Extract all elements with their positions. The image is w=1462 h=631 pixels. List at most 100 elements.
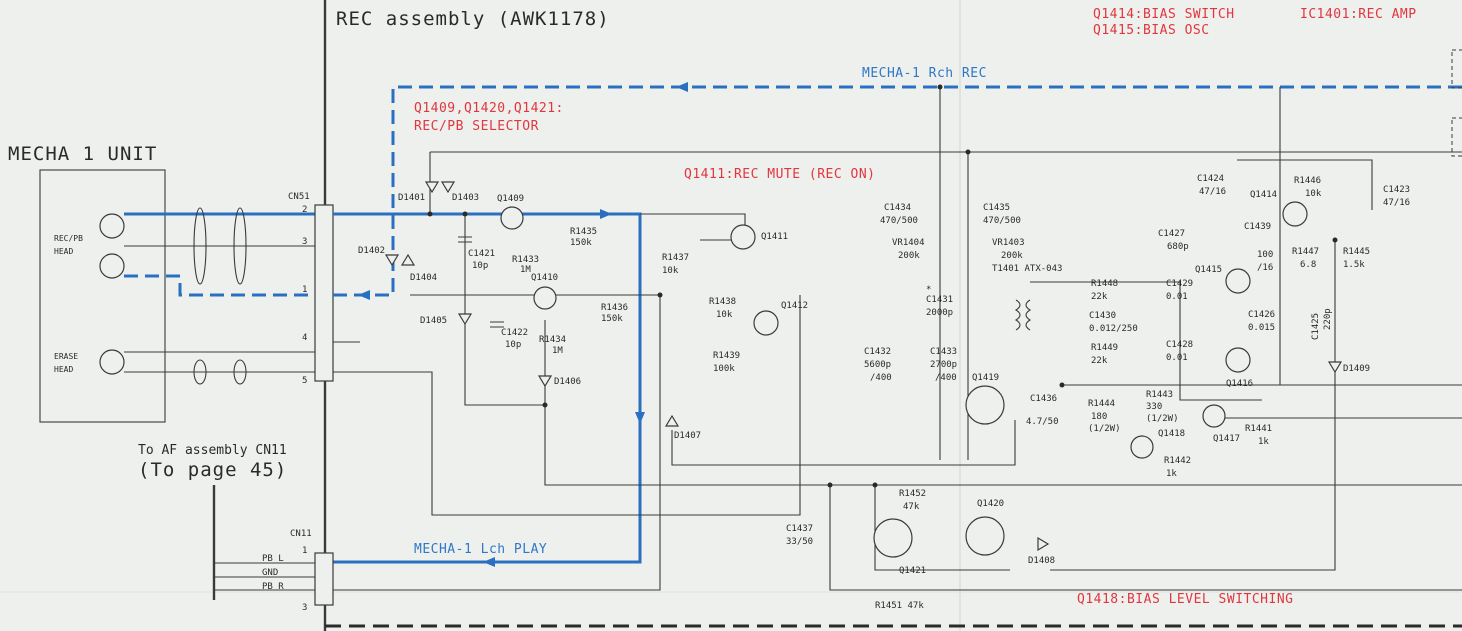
c1421-symbol [458,236,472,243]
r1438-label: R1438 [709,297,736,307]
c1437-line [829,485,1462,591]
c1431-value: 2000p [926,308,953,318]
q1410-down [544,320,1462,486]
q1418-symbol [1130,435,1154,459]
recpb-label-2: HEAD [54,247,73,256]
q1419-symbol [965,385,1005,425]
q1409-symbol [500,206,524,230]
junction-dot [965,149,971,155]
q1421-label: Q1421 [899,566,926,576]
mecha-unit-box [39,169,166,423]
cn51-pin-2: 2 [302,205,307,215]
d1405-label: D1405 [420,316,447,326]
c1439-value-2: /16 [1257,263,1273,273]
c1432-label: C1432 [864,347,891,357]
d1404-label: D1404 [410,273,437,283]
c1427-label: C1427 [1158,229,1185,239]
r1447-value: 6.8 [1300,260,1316,270]
c1434-label: C1434 [884,203,911,213]
c1433-label: C1433 [930,347,957,357]
q1416-label: Q1416 [1226,379,1253,389]
c1427-value: 680p [1167,242,1189,252]
r1433-value: 1M [520,265,531,275]
d1409-line [1050,240,1336,571]
note-selector-1: Q1409,Q1420,Q1421: [414,101,564,116]
c1430-label: C1430 [1089,311,1116,321]
cn11-connector [314,552,334,606]
d1407-symbol [664,414,680,427]
r1436-label: R1436 [601,303,628,313]
c1431-mark: * [926,285,931,295]
junction-dot [1059,382,1065,388]
shield-loop-4 [233,359,247,385]
cn51-pin-1: 1 [302,285,307,295]
q1417-symbol [1202,404,1226,428]
cn11-signal-pbl: PB L [262,554,284,564]
c1421-label: C1421 [468,249,495,259]
d1406-symbol [537,375,553,388]
q1411-wire [640,213,746,241]
note-bias-osc: Q1415:BIAS OSC [1093,23,1210,38]
c1423-label: C1423 [1383,185,1410,195]
d1407-wire [671,420,1016,466]
r1444-value-2: (1/2W) [1088,424,1121,434]
cn51-connector [314,204,334,382]
junction-dot [937,84,943,90]
erase-head [99,349,125,375]
assembly-title: REC assembly (AWK1178) [336,8,610,30]
q1421-line [874,485,1010,571]
to-af-label: To AF assembly CN11 [138,443,287,458]
r1441-label: R1441 [1245,424,1272,434]
d1401-symbol [424,181,440,194]
erase-label-2: HEAD [54,365,73,374]
c1425-value: 220p [1323,308,1333,330]
c1424-value: 47/16 [1199,187,1226,197]
d1403-label: D1403 [452,193,479,203]
r1443-label: R1443 [1146,390,1173,400]
c1425-label: C1425 [1311,313,1321,340]
q1414-top [1237,159,1373,210]
d1402-symbol [384,254,400,267]
d1402-label: D1402 [358,246,385,256]
r1447-label: R1447 [1292,247,1319,257]
c1436-value: 4.7/50 [1026,417,1059,427]
d1403-symbol [440,181,456,194]
q1409-label: Q1409 [497,194,524,204]
r1441-value: 1k [1258,437,1269,447]
c1432-value-1: 5600p [864,360,891,370]
vr1404-value: 200k [898,251,920,261]
q1414-label: Q1414 [1250,190,1277,200]
r1436-value: 150k [601,314,623,324]
recpb-label-1: REC/PB [54,234,83,243]
r1443-value-2: (1/2W) [1146,414,1179,424]
q1411-label: Q1411 [761,232,788,242]
junction-dot [827,482,833,488]
q1417-label: Q1417 [1213,434,1240,444]
c1428-value: 0.01 [1166,353,1188,363]
shield-loop-2 [233,207,247,285]
r1439-label: R1439 [713,351,740,361]
junction-dot [462,211,468,217]
c1429-label: C1429 [1166,279,1193,289]
d1408-symbol [1037,536,1050,552]
c1422-label: C1422 [501,328,528,338]
cn11-pin-3: 3 [302,603,307,613]
q1420-label: Q1420 [977,499,1004,509]
c1436-label: C1436 [1030,394,1057,404]
c1433-value-1: 2700p [930,360,957,370]
left-vert [464,214,545,406]
transformer-out [1030,281,1262,401]
r1452-label: R1452 [899,489,926,499]
cn11-wires [214,562,315,591]
q1418-label: Q1418 [1158,429,1185,439]
t1401-symbol [1014,299,1032,331]
c1432-value-2: /400 [870,373,892,383]
r1442-value: 1k [1166,469,1177,479]
t1401-label: T1401 ATX-043 [992,264,1062,274]
note-bias-level: Q1418:BIAS LEVEL SWITCHING [1077,592,1294,607]
ic1401-edge-2 [1451,117,1462,157]
cn11-signal-pbr: PB R [262,582,284,592]
q1410-symbol [533,286,557,310]
q1420-symbol [965,516,1005,556]
r1446-label: R1446 [1294,176,1321,186]
